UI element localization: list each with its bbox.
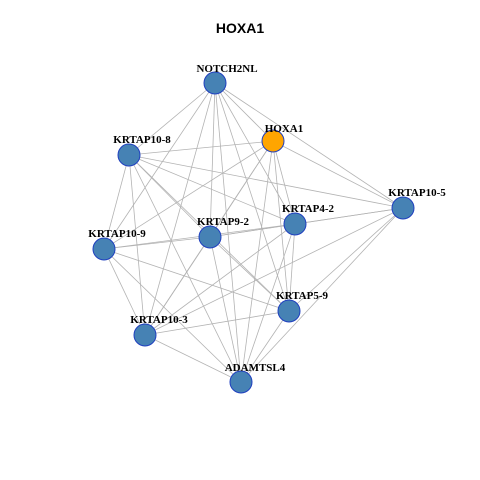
node-label-notch2nl: NOTCH2NL: [196, 63, 257, 75]
edge-notch2nl-krtap10-9: [103, 82, 216, 250]
edge-krtap10-8-adamtsl4: [128, 154, 242, 383]
edge-notch2nl-krtap10-8: [128, 82, 216, 156]
edge-hoxa1-krtap10-8: [128, 140, 274, 156]
node-krtap10-3[interactable]: [133, 323, 157, 347]
edge-krtap9-2-krtap10-9: [103, 236, 211, 250]
node-adamtsl4[interactable]: [229, 370, 253, 394]
node-label-krtap10-8: KRTAP10-8: [113, 134, 171, 146]
edge-notch2nl-krtap10-5: [214, 82, 404, 209]
figure-title: HOXA1: [215, 20, 265, 36]
edge-krtap4-2-krtap5-9: [288, 223, 296, 312]
node-krtap10-8[interactable]: [117, 143, 141, 167]
edge-krtap4-2-krtap10-3: [144, 223, 296, 336]
edge-krtap4-2-adamtsl4: [240, 223, 296, 383]
node-layer: [92, 71, 415, 394]
label-layer: NOTCH2NL HOXA1KRTAP10-8KRTAP10-5KRTAP4-2K…: [88, 63, 446, 374]
node-hoxa1[interactable]: [261, 129, 285, 153]
edge-krtap10-9-krtap5-9: [103, 248, 290, 312]
edge-notch2nl-hoxa1: [214, 82, 274, 142]
node-label-krtap10-5: KRTAP10-5: [388, 187, 446, 199]
edge-hoxa1-krtap10-5: [272, 140, 404, 209]
edge-krtap10-3-krtap10-5: [144, 207, 404, 336]
edge-notch2nl-krtap10-3: [144, 82, 216, 336]
edge-krtap10-8-krtap10-5: [128, 154, 404, 209]
node-krtap5-9[interactable]: [277, 299, 301, 323]
edge-krtap9-2-krtap5-9: [209, 236, 290, 312]
edge-krtap9-2-krtap10-3: [144, 236, 211, 336]
node-label-krtap5-9: KRTAP5-9: [276, 290, 328, 302]
node-label-krtap10-9: KRTAP10-9: [88, 228, 146, 240]
edge-krtap5-9-krtap10-5: [288, 207, 404, 312]
node-krtap10-5[interactable]: [391, 196, 415, 220]
edge-krtap10-9-adamtsl4: [103, 248, 242, 383]
edge-hoxa1-adamtsl4: [240, 140, 274, 383]
edge-krtap9-2-krtap10-5: [209, 207, 404, 238]
edge-hoxa1-krtap4-2: [272, 140, 296, 225]
edge-krtap10-8-krtap4-2: [128, 154, 296, 225]
node-krtap4-2[interactable]: [283, 212, 307, 236]
edge-notch2nl-krtap5-9: [214, 82, 290, 312]
edge-krtap5-9-adamtsl4: [240, 310, 290, 383]
node-label-krtap4-2: KRTAP4-2: [282, 203, 334, 215]
edge-krtap10-8-krtap10-9: [103, 154, 130, 250]
edge-layer: [103, 82, 404, 383]
node-krtap9-2[interactable]: [198, 225, 222, 249]
edge-krtap10-3-adamtsl4: [144, 334, 242, 383]
node-label-hoxa1: HOXA1: [265, 123, 304, 135]
edge-notch2nl-krtap9-2: [209, 82, 216, 238]
node-label-krtap10-3: KRTAP10-3: [130, 314, 188, 326]
edge-hoxa1-krtap10-9: [103, 140, 274, 250]
node-notch2nl[interactable]: [203, 71, 227, 95]
edge-krtap9-2-adamtsl4: [209, 236, 242, 383]
edge-adamtsl4-krtap10-5: [240, 207, 404, 383]
edge-notch2nl-krtap4-2: [214, 82, 296, 225]
node-label-adamtsl4: ADAMTSL4: [225, 362, 286, 374]
node-krtap10-9[interactable]: [92, 237, 116, 261]
edge-krtap10-3-krtap5-9: [144, 310, 290, 336]
edge-krtap10-9-krtap10-3: [103, 248, 146, 336]
node-label-krtap9-2: KRTAP9-2: [197, 216, 249, 228]
